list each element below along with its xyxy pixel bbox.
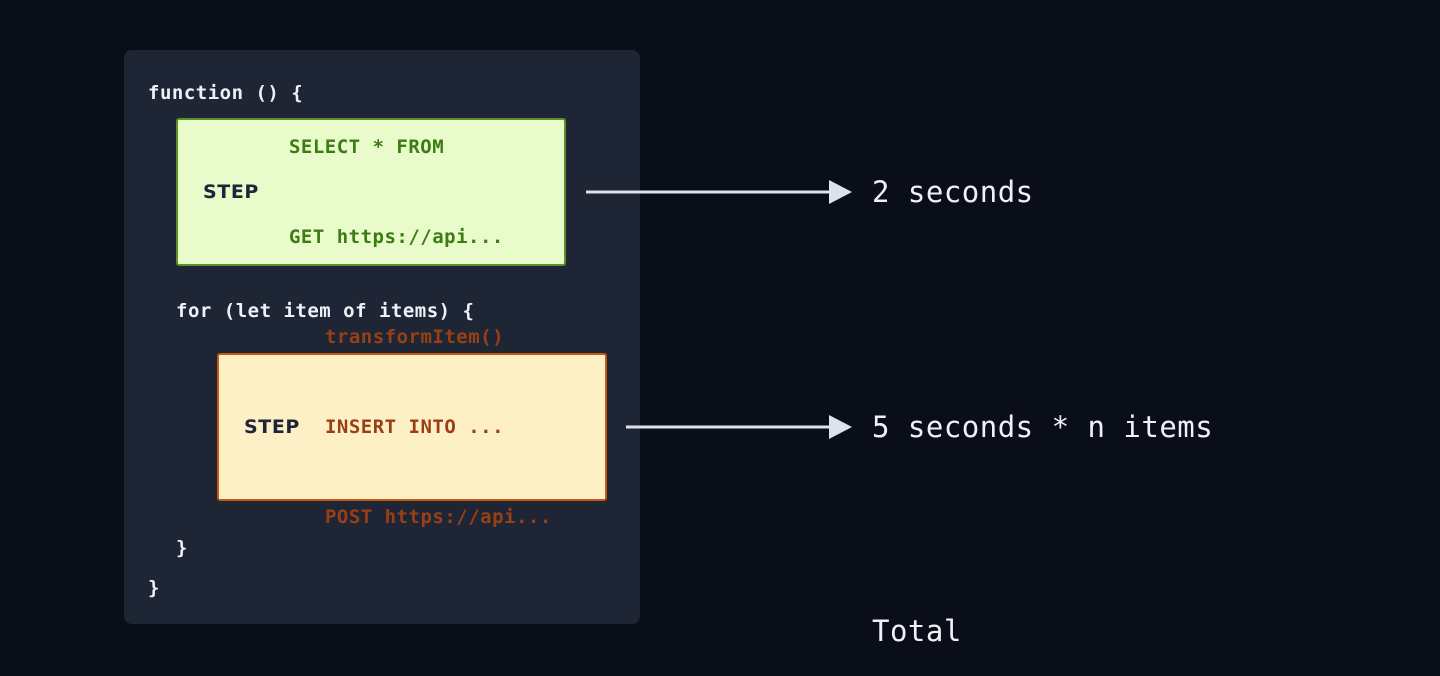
- step-operations-green: SELECT * FROM GET https://api...: [289, 72, 564, 312]
- annotation-step-1-duration: 2 seconds: [872, 175, 1034, 209]
- code-line-function-open: function () {: [148, 82, 304, 104]
- step-box-green[interactable]: STEP SELECT * FROM GET https://api...: [176, 118, 566, 266]
- arrow-right-icon: [626, 415, 852, 439]
- code-line-function-close: }: [148, 577, 160, 599]
- step-operation-line: GET https://api...: [288, 226, 504, 248]
- annotation-step-2-duration: 5 seconds * n items: [872, 410, 1214, 444]
- step-tag-orange: STEP: [244, 416, 300, 438]
- annotation-total-label: Total: [872, 614, 962, 648]
- step-operation-line: POST https://api...: [324, 506, 552, 528]
- code-panel: function () { STEP SELECT * FROM GET htt…: [124, 50, 640, 624]
- step-tag-green: STEP: [203, 181, 259, 203]
- step-operation-line: transformItem(): [324, 326, 505, 348]
- code-line-for-close: }: [176, 537, 188, 559]
- annotation-total: Total 100 items = 502 seconds: [872, 531, 1285, 676]
- step-operation-line: SELECT * FROM: [288, 136, 445, 158]
- step-operations-orange: transformItem() INSERT INTO ... POST htt…: [325, 262, 605, 592]
- arrow-right-icon: [586, 180, 852, 204]
- step-operation-line: INSERT INTO ...: [324, 416, 505, 438]
- step-box-orange[interactable]: STEP transformItem() INSERT INTO ... POS…: [217, 326, 607, 528]
- code-line-for-open: for (let item of items) {: [176, 300, 475, 322]
